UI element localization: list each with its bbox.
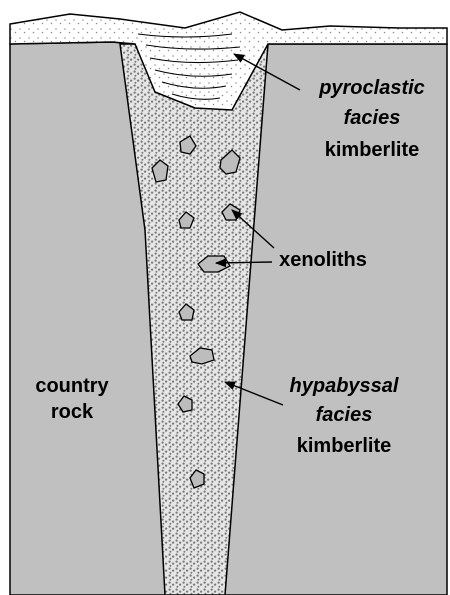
label-pyroclastic-line1: pyroclastic bbox=[318, 77, 425, 99]
label-country-line2: rock bbox=[51, 401, 94, 423]
label-pyroclastic-line2: facies bbox=[344, 107, 401, 129]
label-hypabyssal-line1: hypabyssal bbox=[290, 375, 399, 397]
label-pyroclastic-line3: kimberlite bbox=[325, 139, 419, 161]
label-xenoliths: xenoliths bbox=[279, 249, 367, 271]
label-hypabyssal-line2: facies bbox=[316, 404, 373, 426]
xenolith-arrow-lower bbox=[216, 262, 272, 263]
label-country-line1: country bbox=[35, 375, 109, 397]
label-hypabyssal-line3: kimberlite bbox=[297, 435, 391, 457]
